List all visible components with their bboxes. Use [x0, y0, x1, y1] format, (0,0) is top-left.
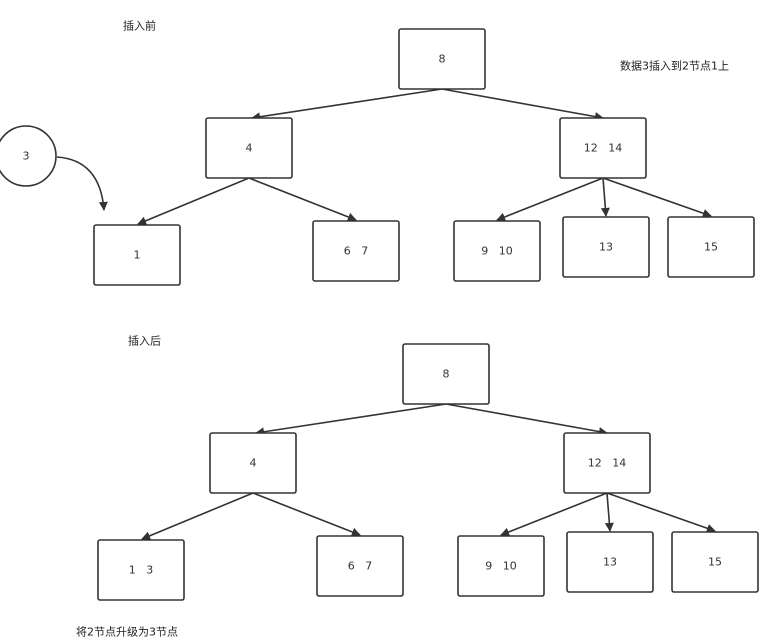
node-before-rr: 15	[667, 216, 755, 278]
node-after-rl-label: 9 10	[485, 560, 517, 573]
node-before-ll: 1	[93, 224, 181, 286]
edge-inserted-to-leaf	[56, 156, 108, 211]
tree-before: 8 4 12 14 1 6 7 9 10 13 15	[0, 28, 755, 286]
node-after-rr: 15	[671, 531, 759, 593]
edge-before-right-rl	[496, 177, 604, 222]
edge-after-right-rl	[500, 492, 608, 537]
edge-after-root-left	[255, 403, 447, 437]
node-after-rl: 9 10	[457, 535, 545, 597]
node-before-root-label: 8	[439, 53, 446, 66]
edge-before-left-lr	[248, 177, 357, 222]
node-before-lr-label: 6 7	[344, 245, 369, 258]
edge-before-right-rm	[600, 177, 610, 217]
node-after-root: 8	[402, 343, 490, 405]
edge-after-right-rm	[604, 492, 614, 532]
edge-after-left-ll	[141, 492, 254, 541]
edge-after-left-lr	[252, 492, 361, 537]
node-before-left: 4	[205, 117, 293, 179]
label-footer-note: 将2节点升级为3节点	[76, 626, 178, 639]
node-after-lr-label: 6 7	[348, 560, 373, 573]
node-after-right: 12 14	[563, 432, 651, 494]
node-before-ll-label: 1	[134, 249, 141, 262]
edge-before-root-right	[441, 88, 604, 121]
edge-before-right-rr	[602, 177, 712, 218]
node-before-lr: 6 7	[312, 220, 400, 282]
edge-before-root-left	[251, 88, 443, 122]
node-before-rm: 13	[562, 216, 650, 278]
node-after-right-label: 12 14	[588, 457, 626, 470]
node-after-rm: 13	[566, 531, 654, 593]
edge-after-right-rr	[606, 492, 716, 533]
node-after-left-label: 4	[250, 457, 257, 470]
node-after-ll-label: 1 3	[129, 564, 154, 577]
node-before-root: 8	[398, 28, 486, 90]
node-after-rm-label: 13	[603, 556, 617, 569]
node-after-rr-label: 15	[708, 556, 722, 569]
node-inserted-value: 3	[0, 125, 57, 187]
node-before-left-label: 4	[246, 142, 253, 155]
label-before-insert: 插入前	[123, 19, 156, 33]
edge-after-root-right	[445, 403, 608, 436]
node-before-rr-label: 15	[704, 241, 718, 254]
node-inserted-value-label: 3	[23, 150, 30, 163]
node-before-rl-label: 9 10	[481, 245, 513, 258]
node-before-rl: 9 10	[453, 220, 541, 282]
node-before-right: 12 14	[559, 117, 647, 179]
node-after-lr: 6 7	[316, 535, 404, 597]
node-before-right-label: 12 14	[584, 142, 622, 155]
node-after-ll: 1 3	[97, 539, 185, 601]
edge-before-left-ll	[137, 177, 250, 226]
node-after-root-label: 8	[443, 368, 450, 381]
tree-after: 8 4 12 14 1 3 6 7 9 10 13 15	[97, 343, 759, 601]
node-before-rm-label: 13	[599, 241, 613, 254]
node-after-left: 4	[209, 432, 297, 494]
label-insert-note: 数据3插入到2节点1上	[620, 59, 729, 73]
label-after-insert: 插入后	[128, 334, 161, 348]
